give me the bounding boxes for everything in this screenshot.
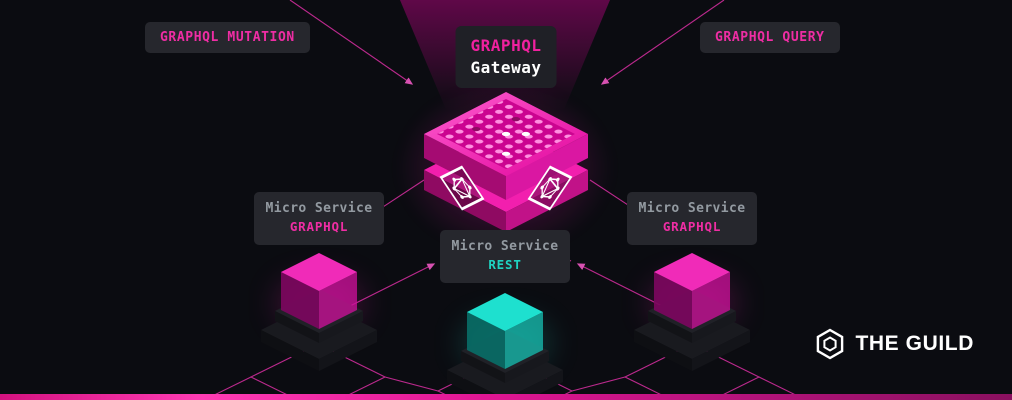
service-protocol: GRAPHQL (662, 219, 722, 234)
bottom-accent-bar (0, 394, 1012, 400)
gateway-title-graphql: GRAPHQL (470, 36, 542, 55)
service-name: Micro Service (451, 239, 559, 254)
gateway-title-badge: GRAPHQL Gateway (455, 26, 557, 88)
service-cube-glass (654, 253, 730, 329)
service-label-rest-center: Micro Service REST (440, 230, 570, 283)
service-cube-graphql-right (634, 253, 750, 371)
guild-hexagon-icon (817, 328, 844, 360)
service-label-graphql-right: Micro Service GRAPHQL (627, 192, 757, 245)
graphql-query-badge: GRAPHQL QUERY (700, 22, 840, 53)
service-cube-glass (281, 253, 357, 329)
gateway-upper-slab (424, 92, 588, 200)
graphql-logo-icon (439, 165, 485, 211)
chip-dot-highlights (472, 117, 530, 156)
service-name: Micro Service (265, 201, 373, 216)
service-label-graphql-left: Micro Service GRAPHQL (254, 192, 384, 245)
service-cube-graphql-left (261, 253, 377, 371)
service-protocol: REST (488, 257, 522, 272)
service-platform (261, 289, 377, 371)
service-cube-glass (467, 293, 543, 369)
graphql-query-label: GRAPHQL QUERY (715, 30, 825, 45)
gateway-title-gateway: Gateway (470, 58, 542, 77)
service-name: Micro Service (638, 201, 746, 216)
the-guild-logo: THE GUILD (814, 328, 974, 360)
graphql-mutation-badge: GRAPHQL MUTATION (145, 22, 310, 53)
brand-name: THE GUILD (855, 332, 974, 355)
graphql-logo-icon (527, 165, 573, 211)
gateway-cube (424, 92, 588, 232)
service-cube-rest-center (447, 293, 563, 400)
graphql-mutation-label: GRAPHQL MUTATION (160, 30, 295, 45)
service-protocol: GRAPHQL (289, 219, 349, 234)
